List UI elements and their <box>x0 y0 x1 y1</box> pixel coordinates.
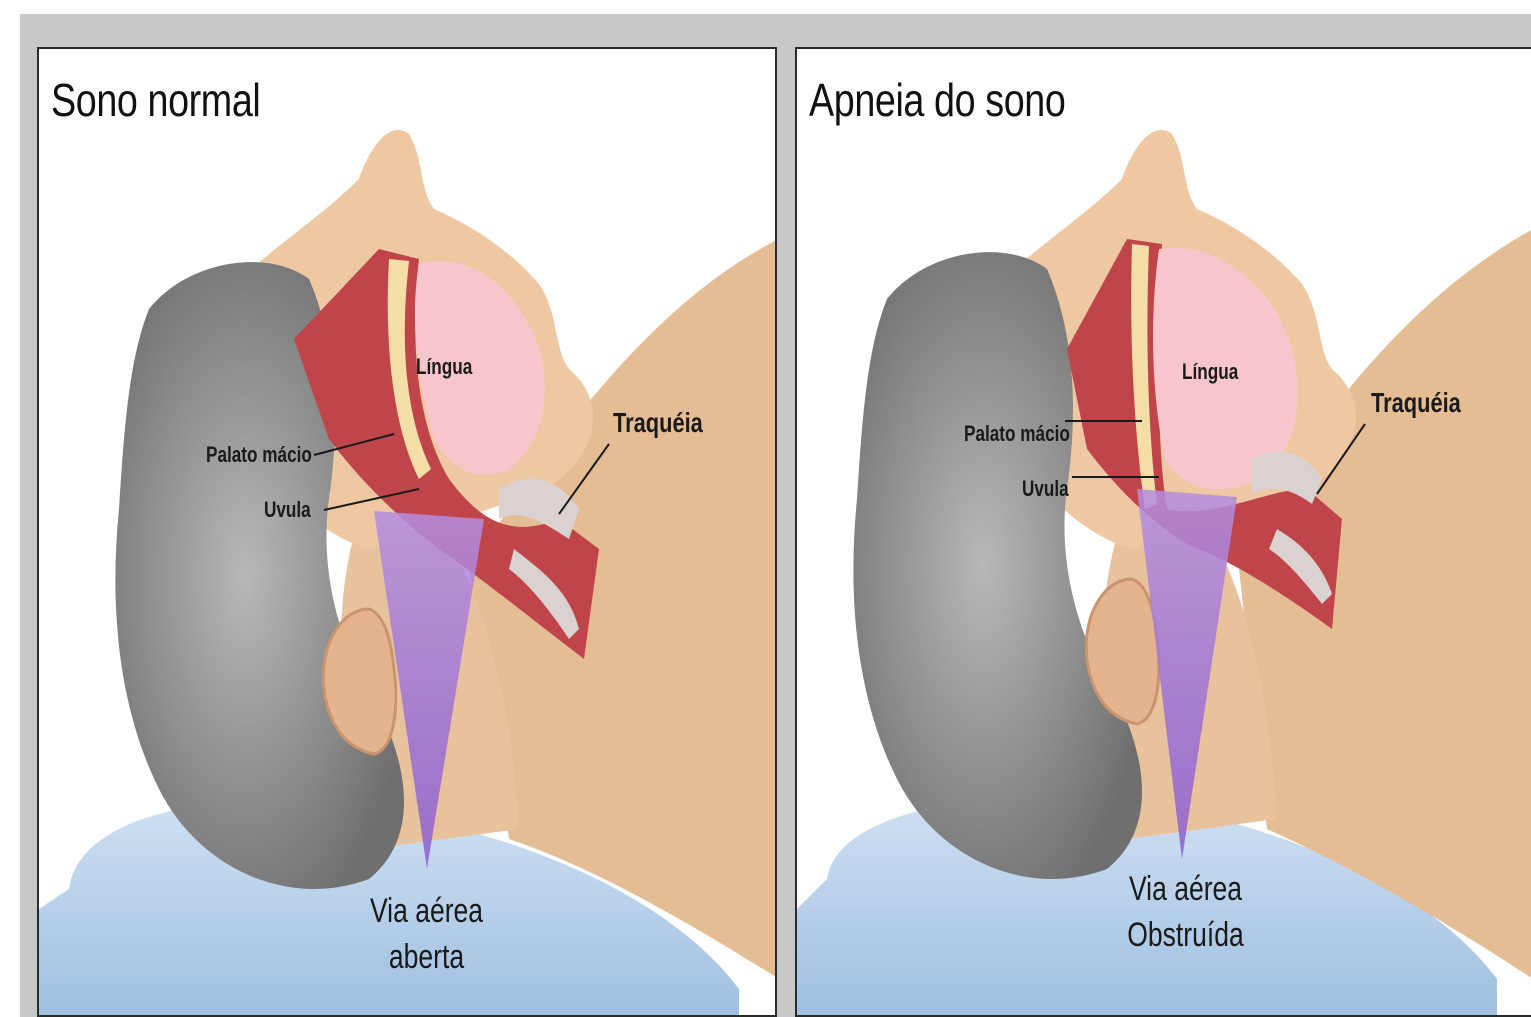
airway-label-line2: aberta <box>358 935 495 981</box>
soft-palate-label: Palato mácio <box>964 421 1070 447</box>
trachea-label: Traquéia <box>1371 387 1461 419</box>
panel-title: Apneia do sono <box>809 73 1065 127</box>
trachea-label: Traquéia <box>613 407 703 439</box>
head-illustration-normal <box>39 49 777 1017</box>
airway-label: Via aérea aberta <box>358 889 495 981</box>
soft-palate-label: Palato mácio <box>206 442 312 468</box>
panel-normal-sleep: Sono normal Língua Palato mácio Uvula Tr… <box>37 47 777 1017</box>
tongue-label: Língua <box>416 354 472 380</box>
airway-label-line1: Via aérea <box>358 889 495 935</box>
panel-title: Sono normal <box>51 73 260 127</box>
airway-label-line2: Obstruída <box>1113 913 1257 959</box>
panel-sleep-apnea: Apneia do sono Língua Palato mácio Uvula… <box>795 47 1531 1017</box>
airway-label: Via aérea Obstruída <box>1113 867 1257 959</box>
tongue-label: Língua <box>1182 359 1238 385</box>
uvula-label: Uvula <box>264 497 311 523</box>
uvula-label: Uvula <box>1022 476 1069 502</box>
airway-label-line1: Via aérea <box>1113 867 1257 913</box>
